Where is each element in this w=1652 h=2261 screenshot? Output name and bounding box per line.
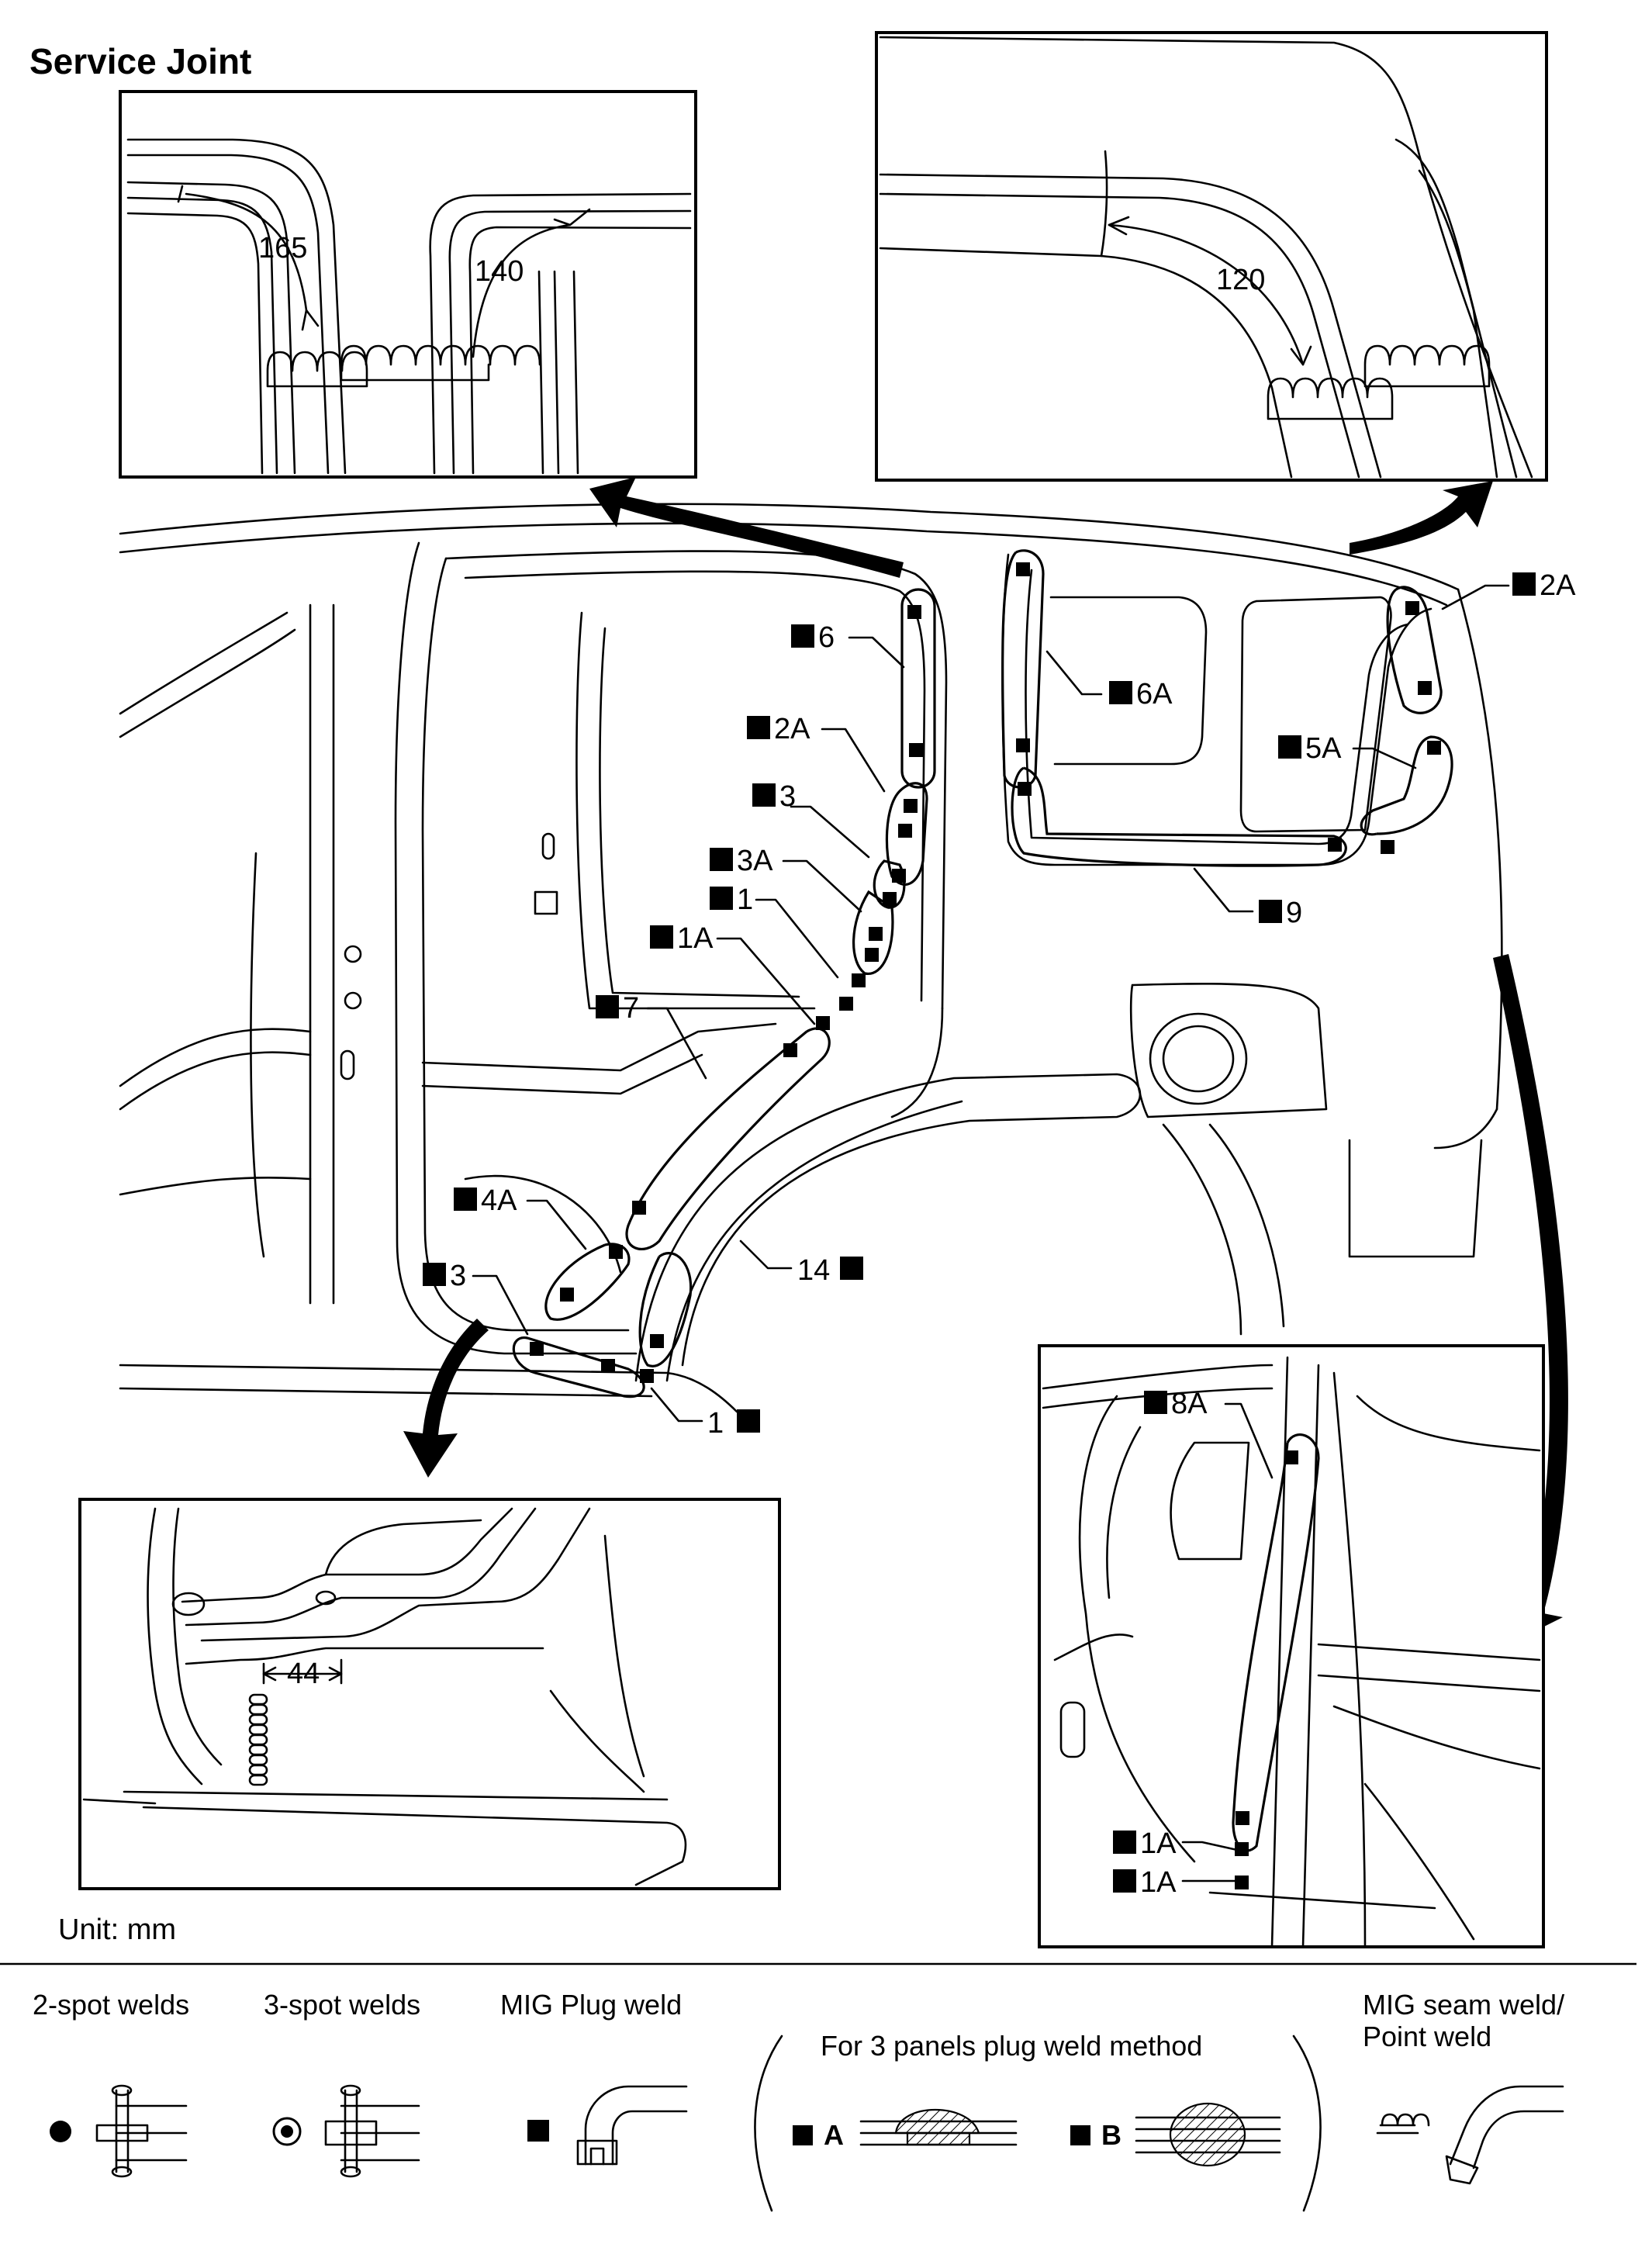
legend-mig-plug-label: MIG Plug weld [500, 1989, 682, 2021]
method-b-label: B [1101, 2119, 1121, 2151]
callout-3b: 3 [450, 1260, 466, 1292]
callout-2a-rear: 2A [1540, 569, 1576, 602]
callout-3a: 3A [737, 845, 773, 877]
legend-2-spot-label: 2-spot welds [33, 1989, 189, 2021]
callout-1a-lower: 1A [1140, 1866, 1177, 1899]
callout-1a-upper: 1A [1140, 1827, 1177, 1860]
callout-9: 9 [1286, 897, 1302, 929]
detail-top-left: 165 140 [119, 90, 697, 479]
callout-3: 3 [779, 780, 796, 813]
two-spot-weld-symbol [50, 2084, 188, 2178]
plug-method-a-symbol: A [793, 2108, 1018, 2151]
callout-1a: 1A [677, 922, 714, 955]
legend: 2-spot welds 3-spot welds MIG Plug weld … [33, 1989, 1564, 2212]
dim-120: 120 [1216, 264, 1265, 296]
dim-44: 44 [287, 1658, 320, 1690]
body-side-outline [119, 503, 1503, 1413]
callout-1b: 1 [707, 1407, 724, 1440]
mig-plug-weld-symbol [527, 2085, 688, 2166]
weld-group-rings [512, 549, 1453, 1398]
callout-2a: 2A [774, 713, 810, 745]
three-spot-weld-symbol [272, 2084, 420, 2178]
callout-14: 14 [797, 1254, 830, 1287]
unit-label: Unit: mm [58, 1914, 176, 1946]
mig-seam-weld-symbol [1376, 2085, 1564, 2185]
legend-bracket-left [754, 2035, 783, 2212]
dim-165: 165 [258, 232, 307, 264]
callout-4a: 4A [481, 1184, 517, 1217]
callout-labels: 6 2A 3 3A 1 1A 7 4A 3 14 1 6A 5A 9 2A [423, 569, 1576, 1440]
legend-3-spot-label: 3-spot welds [264, 1989, 420, 2021]
callout-5a: 5A [1305, 732, 1342, 765]
legend-bracket-right [1292, 2035, 1322, 2212]
legend-mig-seam-label-1: MIG seam weld/ [1363, 1989, 1564, 2021]
detail-bottom-left: 44 [78, 1498, 781, 1890]
plug-method-b-symbol: B [1070, 2102, 1281, 2167]
callout-1: 1 [737, 883, 753, 916]
legend-mig-seam-label-2: Point weld [1363, 2021, 1491, 2052]
legend-3-panels-label: For 3 panels plug weld method [821, 2030, 1202, 2062]
detail-bottom-right: 8A 1A 1A [1038, 1344, 1545, 1948]
callout-6a: 6A [1136, 678, 1173, 710]
detail-arrows [403, 477, 1568, 1640]
callout-6: 6 [818, 621, 835, 654]
plug-weld-marks [530, 562, 1441, 1383]
detail-top-right: 120 [875, 31, 1548, 482]
point-weld-stack [248, 1693, 268, 1786]
callout-7: 7 [623, 992, 639, 1025]
callout-8a: 8A [1171, 1388, 1208, 1420]
callout-leaders [472, 584, 1510, 1423]
dim-140: 140 [475, 255, 524, 288]
page-title: Service Joint [29, 41, 251, 81]
method-a-label: A [824, 2119, 844, 2151]
